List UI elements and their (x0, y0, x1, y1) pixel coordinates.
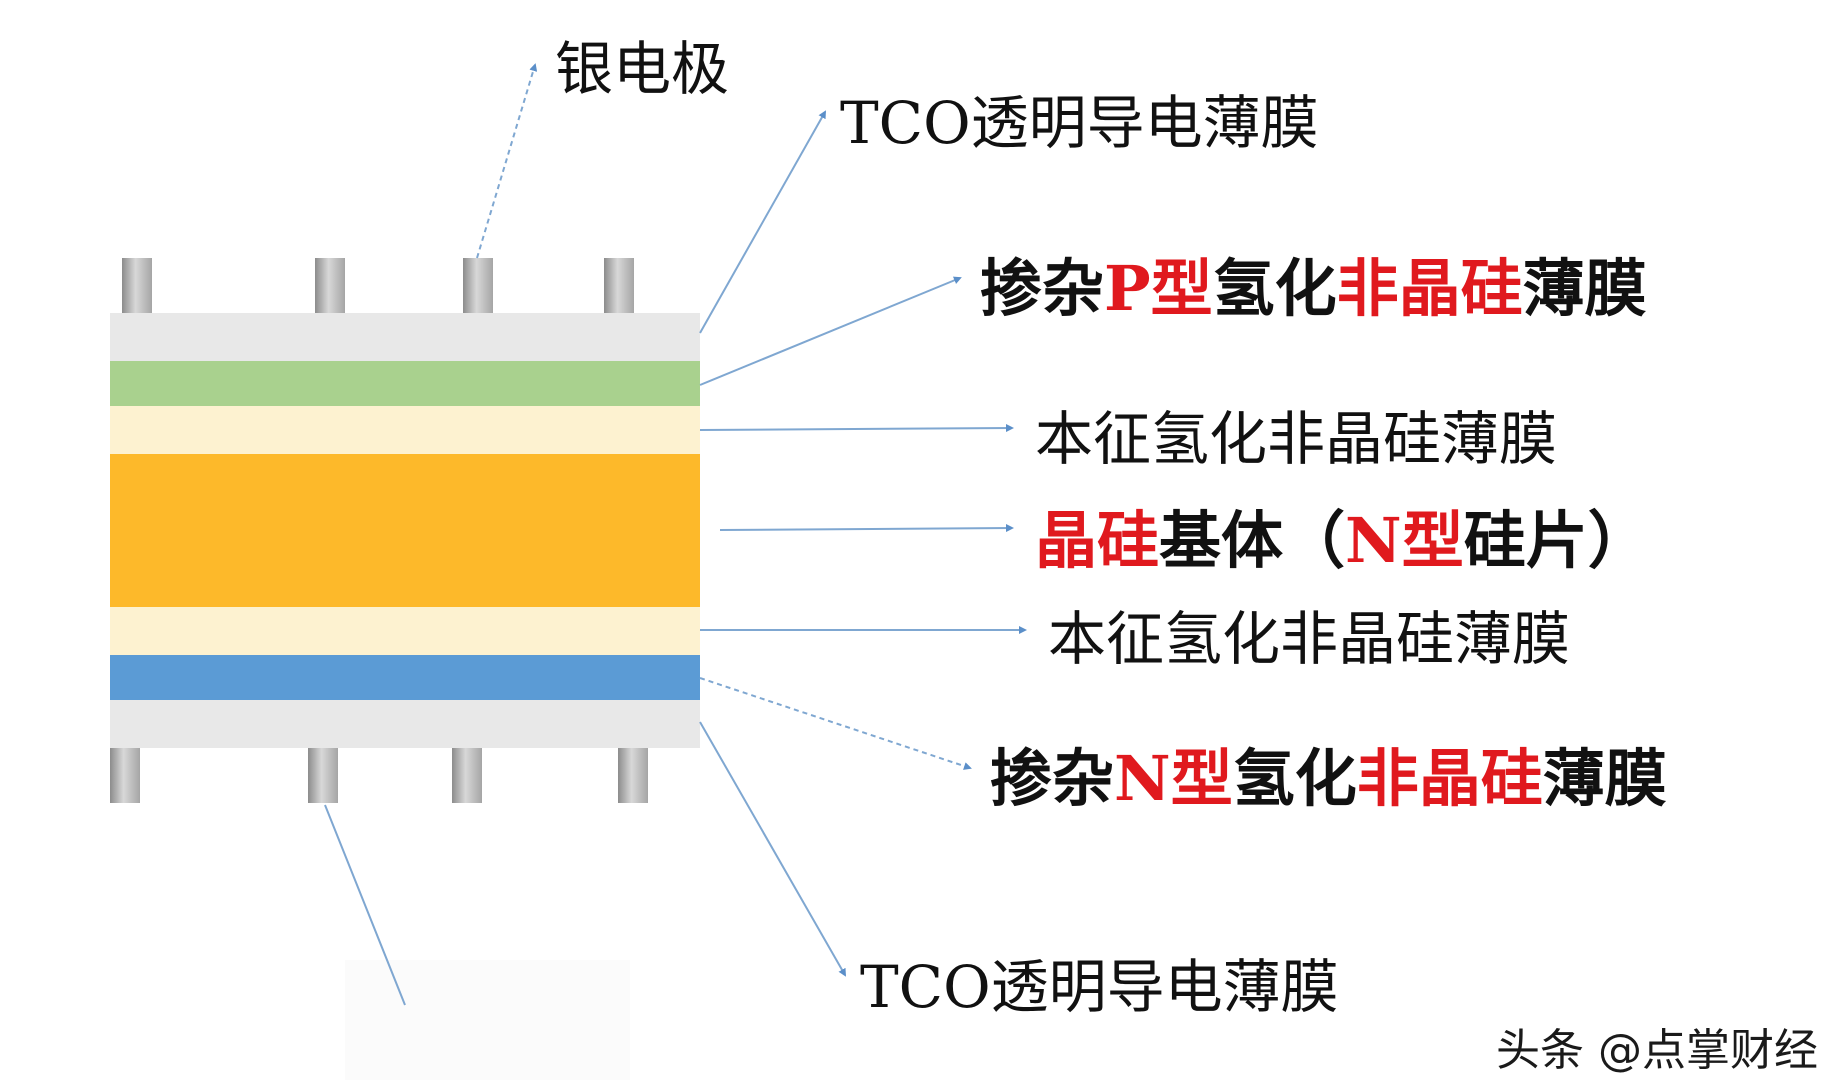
n-type-amorphous-silicon-layer (110, 655, 700, 700)
silver-electrode-top-3 (463, 258, 493, 313)
silver-electrode-top-2 (315, 258, 345, 313)
label-n-doped-part1: 掺杂 (990, 742, 1115, 815)
leader-wafer (719, 524, 1014, 533)
leader-p-type (699, 276, 962, 386)
intrinsic-amorphous-silicon-layer-top (110, 406, 700, 454)
intrinsic-amorphous-silicon-layer-bottom (110, 607, 700, 655)
label-wafer-part4: 硅片） (1463, 504, 1650, 577)
leader-tco-top (699, 110, 826, 334)
label-n-doped-part3: 氢化 (1232, 742, 1357, 815)
tco-layer-bottom (110, 700, 700, 748)
silver-electrode-bottom-3 (452, 748, 482, 803)
label-p-doped-part4: 非晶硅 (1336, 252, 1523, 325)
leader-tco-bottom (699, 721, 846, 977)
silver-electrode-bottom-2 (308, 748, 338, 803)
label-n-doped-part5: 薄膜 (1542, 742, 1667, 815)
silver-electrode-bottom-4 (618, 748, 648, 803)
label-tco-bottom: TCO透明导电薄膜 (860, 953, 1339, 1021)
label-p-doped-film: 掺杂P型氢化非晶硅薄膜 (980, 238, 1647, 328)
label-intrinsic-bottom: 本征氢化非晶硅薄膜 (1048, 605, 1571, 673)
leader-intrinsic-top (699, 424, 1014, 433)
label-silver-electrode: 银电极 (555, 35, 730, 103)
label-n-doped-part4: 非晶硅 (1356, 742, 1543, 815)
silver-electrode-top-4 (604, 258, 634, 313)
label-p-doped-part1: 掺杂 (980, 252, 1105, 325)
label-wafer-part1: 晶硅 (1035, 504, 1160, 577)
faint-background-patch (345, 960, 630, 1080)
n-type-crystalline-wafer-layer (110, 454, 700, 607)
watermark: 头条 @点掌财经 (1496, 1025, 1818, 1076)
leader-n-type (699, 677, 972, 770)
label-intrinsic-top: 本征氢化非晶硅薄膜 (1035, 405, 1558, 473)
label-tco-top: TCO透明导电薄膜 (840, 89, 1319, 157)
p-type-amorphous-silicon-layer (110, 361, 700, 406)
silver-electrode-bottom-1 (110, 748, 140, 803)
label-n-doped-film: 掺杂N型氢化非晶硅薄膜 (990, 728, 1667, 818)
label-p-doped-part3: 氢化 (1212, 252, 1337, 325)
label-wafer: 晶硅基体（N型硅片） (1035, 490, 1650, 580)
label-wafer-part3: N型 (1345, 504, 1464, 577)
label-wafer-part2: 基体（ (1159, 504, 1346, 577)
leader-silver-electrode (476, 63, 538, 259)
label-n-doped-part2: N型 (1114, 742, 1233, 815)
label-p-doped-part5: 薄膜 (1522, 252, 1647, 325)
tco-layer-top (110, 313, 700, 361)
silver-electrode-top-1 (122, 258, 152, 313)
label-p-doped-part2: P型 (1104, 252, 1213, 325)
leader-bottom-electrode (324, 804, 406, 1006)
